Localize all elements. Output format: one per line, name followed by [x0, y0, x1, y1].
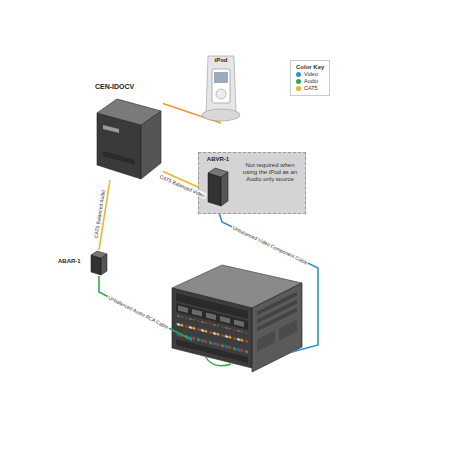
legend-text: Audio	[304, 78, 318, 85]
video-receiver-illustration	[207, 167, 229, 207]
ipod-dock: iPod	[200, 55, 242, 123]
audio-receiver-illustration	[90, 250, 108, 276]
video-cable	[217, 206, 318, 352]
legend-swatch	[296, 79, 301, 84]
video-receiver: ABVR-1	[207, 167, 229, 207]
legend-swatch	[296, 86, 301, 91]
audio-receiver: ABAR-1	[90, 250, 108, 276]
device-label: ABAR-1	[58, 258, 81, 265]
interface-box: CEN-IDOCV	[95, 95, 163, 180]
audio-cable	[99, 276, 192, 340]
legend-row: Video	[296, 71, 324, 78]
note-region: Not required when using the iPod as an A…	[198, 152, 306, 214]
legend-row: Audio	[296, 78, 324, 85]
note-text: Not required when using the iPod as an A…	[239, 162, 301, 183]
legend-row: CAT5	[296, 85, 324, 92]
interface-box-illustration	[95, 95, 163, 180]
color-key: Color KeyVideoAudioCAT5	[290, 60, 330, 96]
cable-label: Unbalanced Video Component Cable	[231, 224, 310, 266]
device-label: iPod	[200, 57, 242, 64]
legend-title: Color Key	[296, 64, 324, 70]
legend-swatch	[296, 72, 301, 77]
cable-label: Unbalanced Audio RCA Cable	[106, 294, 170, 331]
legend-text: CAT5	[304, 85, 318, 92]
legend-text: Video	[304, 71, 318, 78]
device-label: CEN-IDOCV	[95, 83, 134, 91]
device-label: ABVR-1	[203, 156, 233, 163]
ipod-dock-illustration	[200, 55, 242, 123]
